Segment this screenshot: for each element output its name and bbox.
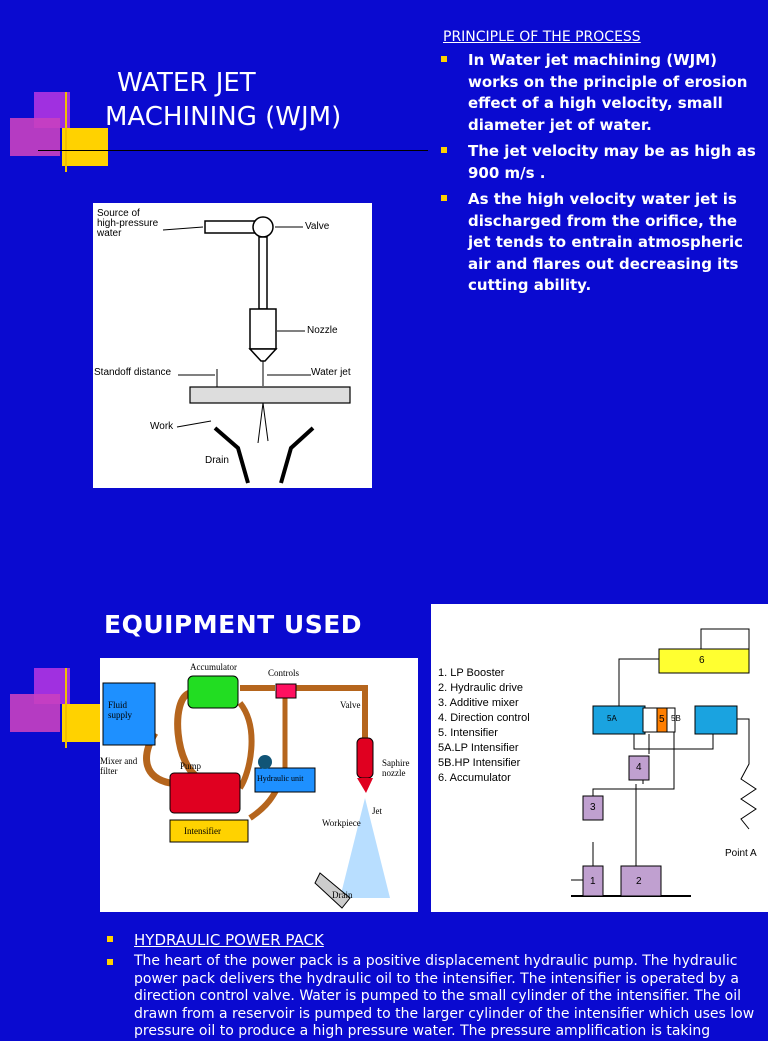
hydraulic-text: The heart of the power pack is a positiv… bbox=[107, 953, 757, 1041]
box2-label: 2 bbox=[636, 876, 642, 887]
source-label: Source of high-pressure water bbox=[97, 208, 159, 239]
work-label: Work bbox=[150, 421, 174, 432]
hydraulic-circuit-diagram: 1. LP Booster 2. Hydraulic drive 3. Addi… bbox=[431, 604, 768, 912]
principle-bullets: In Water jet machining (WJM) works on th… bbox=[441, 50, 759, 302]
equipment-diagram: Accumulator Controls Fluid supply Valve … bbox=[100, 658, 418, 912]
bullet-icon bbox=[107, 936, 113, 942]
bullet-icon bbox=[107, 959, 113, 965]
box5b-label: 5B bbox=[671, 714, 681, 723]
bullet-icon bbox=[441, 147, 447, 153]
accumulator-label: Accumulator bbox=[190, 662, 237, 672]
box1-label: 1 bbox=[590, 876, 596, 887]
hydraulic-unit-label: Hydraulic unit bbox=[257, 774, 304, 783]
workpiece-label: Workpiece bbox=[322, 818, 361, 828]
bullet-icon bbox=[441, 195, 447, 201]
point-a-label: Point A bbox=[725, 848, 757, 859]
mixer-label: Mixer and filter bbox=[100, 756, 138, 776]
box5-label: 5 bbox=[659, 714, 665, 725]
circuit-legend: 1. LP Booster 2. Hydraulic drive 3. Addi… bbox=[438, 666, 530, 786]
title-line2: MACHINING (WJM) bbox=[105, 102, 342, 132]
equipment-drawing bbox=[102, 675, 390, 909]
legend-item: 1. LP Booster bbox=[438, 667, 505, 679]
wjm-diagram-drawing bbox=[162, 216, 351, 484]
box4-label: 4 bbox=[636, 762, 642, 773]
drain-label: Drain bbox=[205, 455, 229, 466]
hydraulic-heading: HYDRAULIC POWER PACK bbox=[107, 930, 757, 950]
principle-bullet: In Water jet machining (WJM) works on th… bbox=[441, 50, 759, 136]
nozzle-label: Nozzle bbox=[307, 325, 338, 336]
title-line1: WATER JET bbox=[117, 68, 256, 98]
legend-item: 4. Direction control bbox=[438, 712, 530, 724]
equipment-heading: EQUIPMENT USED bbox=[104, 610, 363, 639]
principle-bullet: As the high velocity water jet is discha… bbox=[441, 189, 759, 297]
box6-label: 6 bbox=[699, 655, 705, 666]
box3-label: 3 bbox=[590, 802, 596, 813]
standoff-label: Standoff distance bbox=[94, 367, 172, 378]
pump-label: Pump bbox=[180, 761, 202, 771]
controls-label: Controls bbox=[268, 668, 300, 678]
legend-item: 5. Intensifier bbox=[438, 727, 498, 739]
drain-label: Drain bbox=[332, 890, 353, 900]
jet-label: Jet bbox=[372, 806, 382, 816]
legend-item: 5B.HP Intensifier bbox=[438, 757, 521, 769]
legend-item: 5A.LP Intensifier bbox=[438, 742, 519, 754]
legend-item: 3. Additive mixer bbox=[438, 697, 519, 709]
legend-item: 2. Hydraulic drive bbox=[438, 682, 523, 694]
legend-item: 6. Accumulator bbox=[438, 772, 511, 784]
bullet-icon bbox=[441, 56, 447, 62]
sapphire-label: Saphire nozzle bbox=[382, 758, 410, 778]
intensifier-label: Intensifier bbox=[184, 826, 221, 836]
principle-heading: PRINCIPLE OF THE PROCESS bbox=[443, 29, 641, 45]
box5a-label: 5A bbox=[607, 714, 617, 723]
circuit-drawing bbox=[571, 628, 757, 897]
valve-label: Valve bbox=[305, 221, 330, 232]
wjm-principle-diagram: Source of high-pressure water Valve Nozz… bbox=[93, 203, 372, 488]
principle-bullet: The jet velocity may be as high as 900 m… bbox=[441, 141, 759, 184]
waterjet-label: Water jet bbox=[311, 367, 351, 378]
page-title: WATER JET MACHINING (WJM) bbox=[105, 66, 341, 134]
valve-label: Valve bbox=[340, 700, 361, 710]
fluid-supply-label: Fluid supply bbox=[108, 700, 133, 720]
